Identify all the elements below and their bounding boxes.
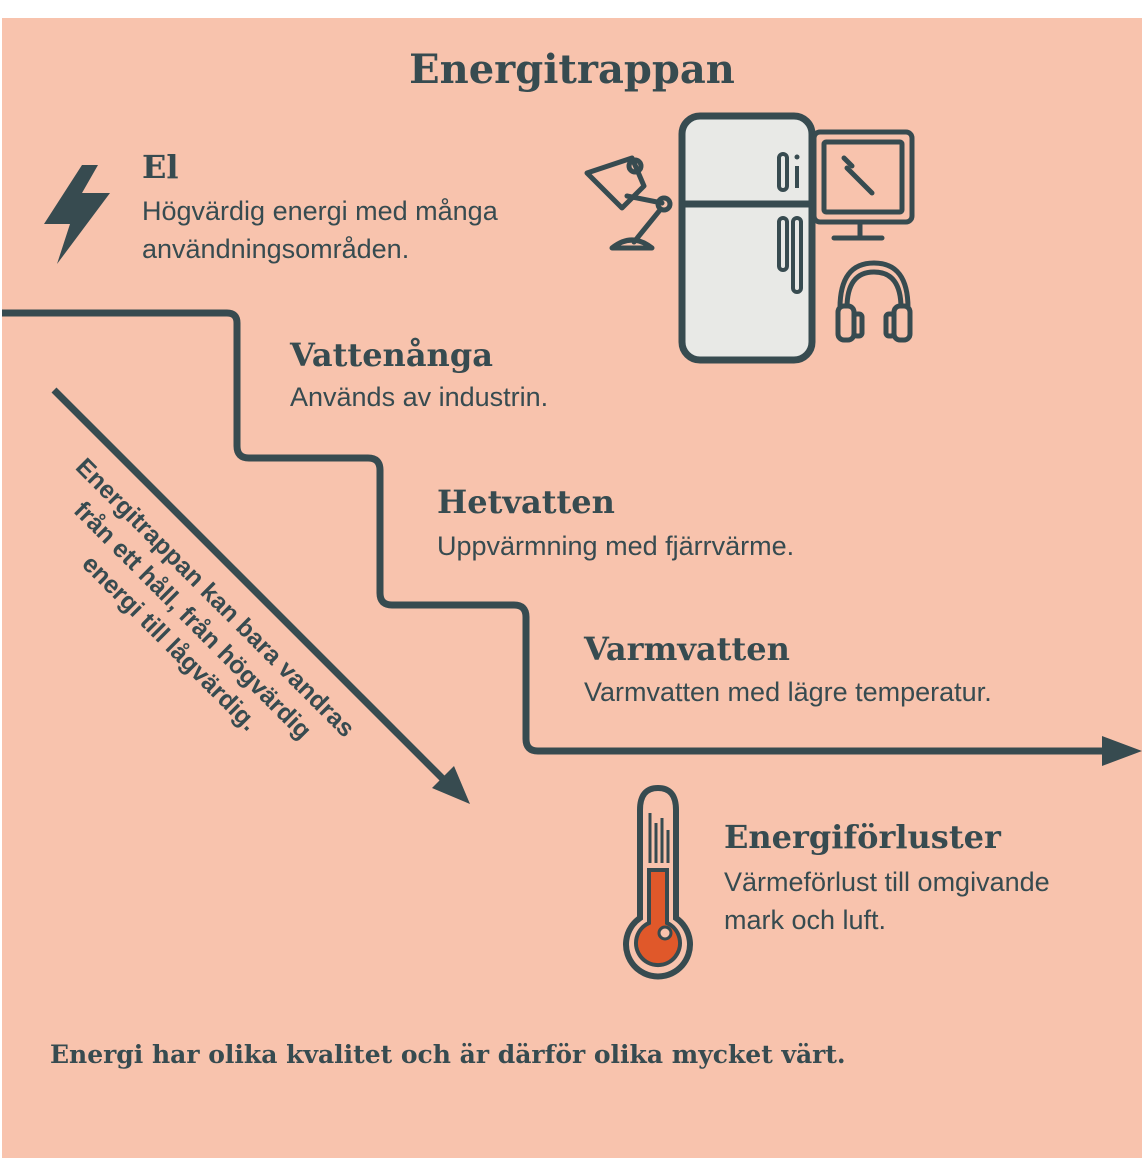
step-desc-line: användningsområden. [142, 234, 410, 264]
diagonal-arrow-head [432, 766, 470, 804]
desk-lamp-icon [584, 155, 673, 251]
energy-staircase-diagram: Energitrappan El Högvärdig energi med må… [2, 18, 1142, 1158]
thermometer-icon [623, 784, 693, 980]
headphones-icon [835, 260, 913, 343]
step-desc-el: Högvärdig energi med många användningsom… [142, 192, 498, 268]
step-heading-el: El [142, 148, 179, 186]
step-heading-varmvatten: Varmvatten [584, 630, 790, 668]
diagram-graphics [2, 112, 1142, 980]
step-desc-line: Högvärdig energi med många [142, 196, 498, 226]
step-desc-line: mark och luft. [724, 905, 887, 935]
lightning-icon [44, 165, 110, 264]
step-desc-line: Värmeförlust till omgivande [724, 867, 1050, 897]
staircase-arrowhead [1102, 736, 1142, 766]
page-title: Energitrappan [409, 46, 735, 93]
step-desc-energiforluster: Värmeförlust till omgivande mark och luf… [724, 863, 1050, 939]
step-heading-vattenanga: Vattenånga [290, 336, 493, 374]
monitor-icon [811, 129, 915, 241]
footer-caption: Energi har olika kvalitet och är därför … [50, 1040, 846, 1069]
step-desc-varmvatten: Varmvatten med lägre temperatur. [584, 677, 992, 707]
step-heading-energiforluster: Energiförluster [724, 818, 1001, 856]
step-heading-hetvatten: Hetvatten [437, 483, 615, 521]
diagonal-arrow-line [51, 387, 460, 796]
step-desc-vattenanga: Används av industrin. [290, 382, 549, 412]
staircase-line [2, 309, 1110, 755]
step-desc-hetvatten: Uppvärmning med fjärrvärme. [437, 531, 795, 561]
fridge-icon [678, 112, 816, 364]
